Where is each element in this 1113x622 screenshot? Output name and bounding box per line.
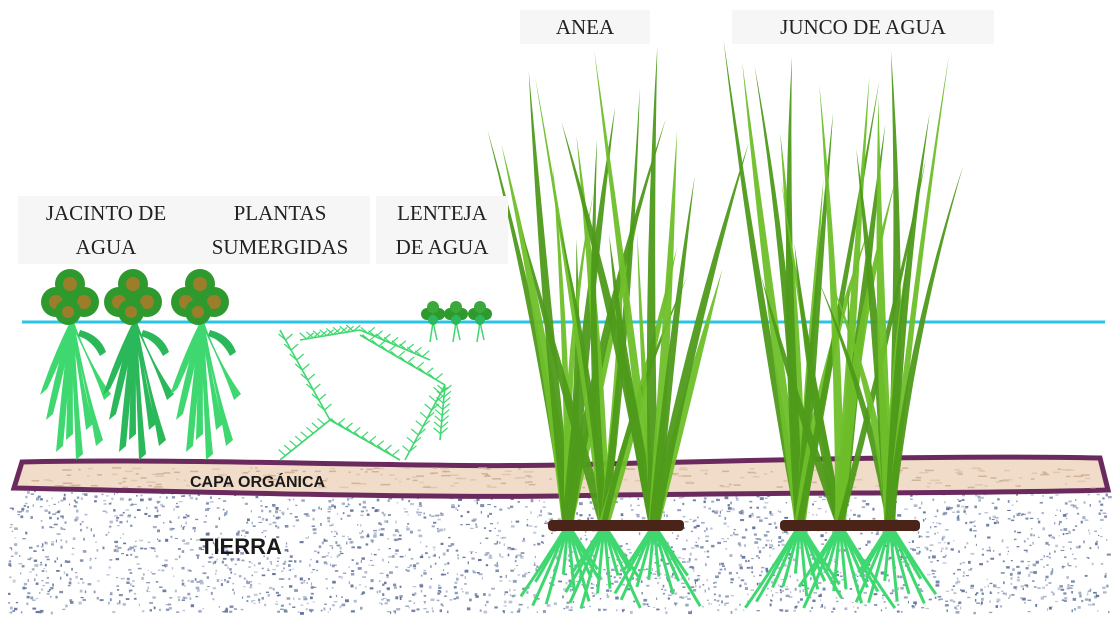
label-duckweed-line1: LENTEJA [376,196,508,230]
label-bulrush-text: JUNCO DE AGUA [732,10,994,44]
label-water-hyacinth-line2: AGUA [18,230,194,264]
submerged-plant-icon [279,325,430,460]
label-soil: TIERRA [200,534,282,560]
label-organic-layer: CAPA ORGÁNICA [190,474,325,492]
label-duckweed: LENTEJA DE AGUA [376,196,508,264]
water-hyacinth-icon [103,269,174,460]
rhizome [548,520,684,531]
label-water-hyacinth-line1: JACINTO DE [18,196,194,230]
label-cattail: ANEA [520,10,650,44]
label-cattail-text: ANEA [520,10,650,44]
water-hyacinth-icon [40,269,111,460]
label-submerged-plants: PLANTAS SUMERGIDAS [190,196,370,264]
label-submerged-line1: PLANTAS [190,196,370,230]
label-water-hyacinth: JACINTO DE AGUA [18,196,194,264]
label-bulrush: JUNCO DE AGUA [732,10,994,44]
label-duckweed-line2: DE AGUA [376,230,508,264]
water-hyacinth-icon [170,269,241,460]
rhizome [780,520,920,531]
label-submerged-line2: SUMERGIDAS [190,230,370,264]
submerged-plant-icon [360,335,451,460]
